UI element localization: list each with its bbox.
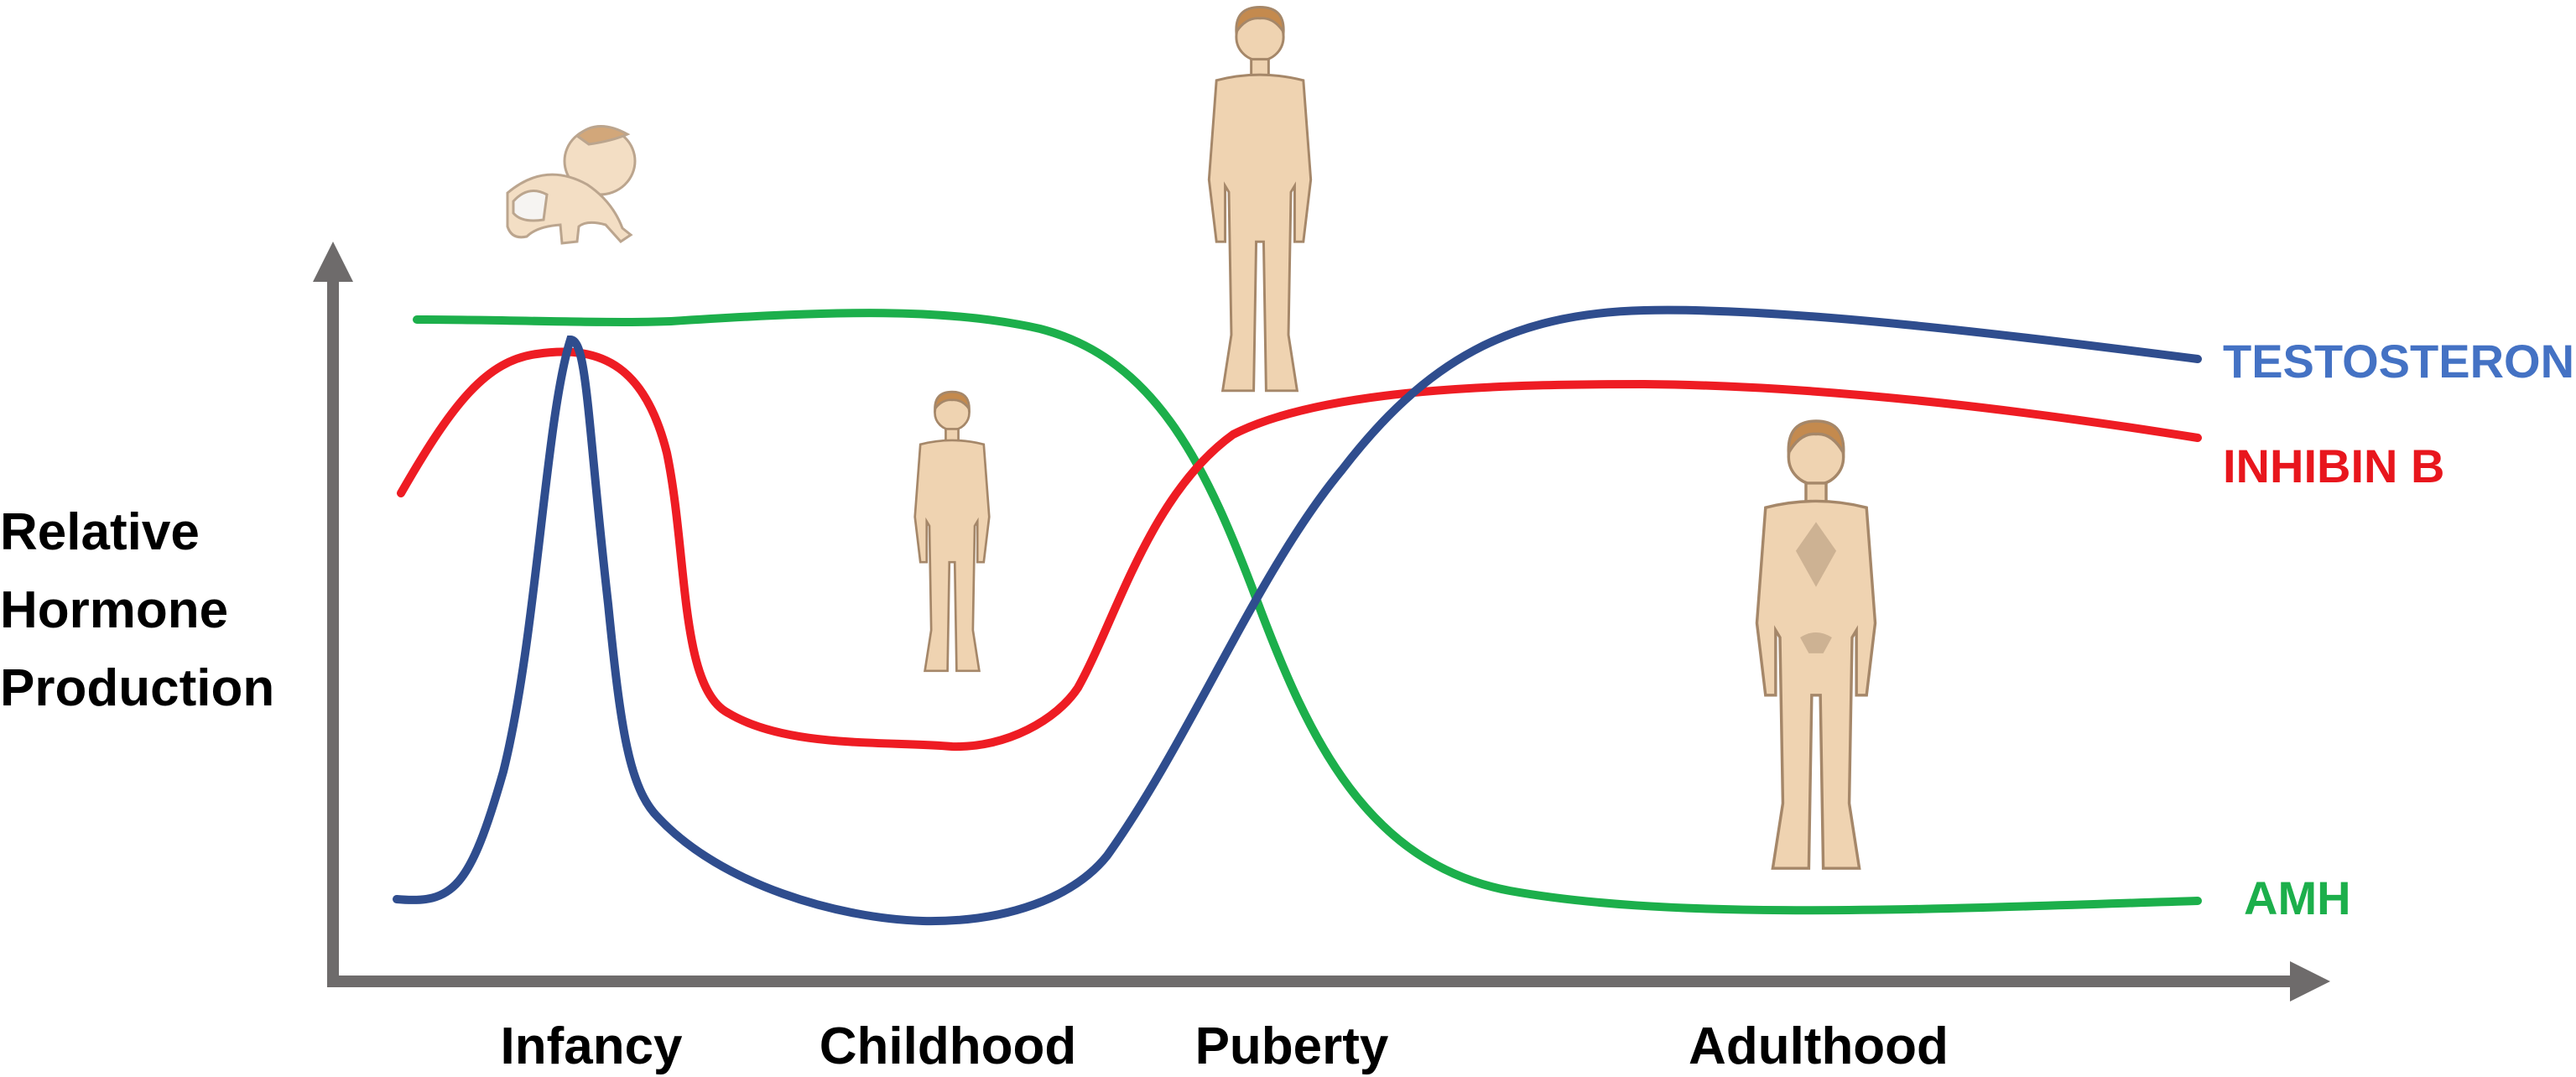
y-axis-label-line-1: Relative xyxy=(0,503,200,561)
amh-curve xyxy=(413,309,2202,915)
y-axis-label: Relative Hormone Production xyxy=(0,503,274,717)
axes xyxy=(313,242,2330,1002)
hormone-curves xyxy=(393,305,2202,926)
stage-label-childhood: Childhood xyxy=(820,1017,1076,1075)
y-axis-label-line-2: Hormone xyxy=(0,581,228,639)
testosterone-curve xyxy=(393,305,2202,926)
y-axis-label-line-3: Production xyxy=(0,659,274,717)
child-figure xyxy=(913,390,991,673)
adult-figure xyxy=(1755,419,1877,870)
stage-label-infancy: Infancy xyxy=(500,1017,683,1075)
inhibin-b-label: INHIBIN B xyxy=(2223,440,2444,492)
pubertal-figure xyxy=(1207,5,1313,393)
x-axis-arrowhead xyxy=(2290,961,2330,1002)
stage-label-adulthood: Adulthood xyxy=(1689,1017,1949,1075)
y-axis-arrowhead xyxy=(313,242,353,282)
infant-figure xyxy=(506,125,637,245)
amh-label: AMH xyxy=(2244,871,2351,924)
stage-label-puberty: Puberty xyxy=(1195,1017,1389,1075)
inhibin-b-curve xyxy=(397,347,2202,752)
testosterone-label: TESTOSTERONE xyxy=(2223,335,2576,388)
